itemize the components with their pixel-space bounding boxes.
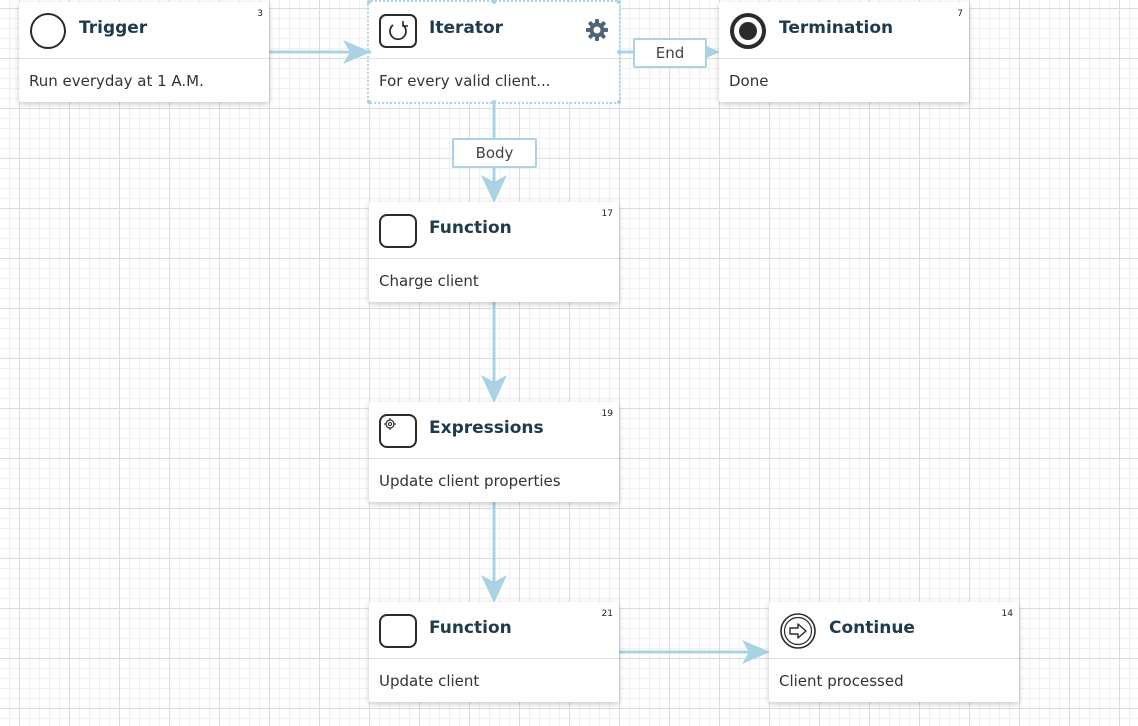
trigger-circle-icon	[29, 12, 67, 50]
node-title: Termination	[779, 18, 894, 38]
node-number: 17	[601, 209, 613, 219]
selection-handle[interactable]	[492, 100, 496, 104]
arrowhead-function2	[481, 575, 507, 603]
arrowhead-function1	[481, 175, 507, 203]
node-function-charge[interactable]: Function 17 Charge client	[369, 202, 619, 302]
arrowhead-expressions	[481, 375, 507, 403]
iterator-loop-icon	[379, 12, 417, 50]
function-box-icon	[379, 612, 417, 650]
node-expressions[interactable]: Expressions 19 Update client properties	[369, 402, 619, 502]
selection-handle[interactable]	[617, 100, 621, 104]
node-number: 3	[257, 9, 263, 19]
node-iterator[interactable]: Iterator	[367, 0, 621, 104]
node-continue[interactable]: Continue 14 Client processed	[769, 602, 1019, 702]
edge-label-body[interactable]: Body	[452, 138, 537, 168]
termination-icon	[729, 12, 767, 50]
node-number: 21	[601, 609, 613, 619]
node-title: Function	[429, 218, 512, 238]
arrowhead-continue	[742, 640, 770, 664]
gear-icon[interactable]	[585, 18, 609, 46]
node-title: Trigger	[79, 18, 148, 38]
node-description: Done	[729, 72, 769, 90]
selection-handle[interactable]	[492, 0, 496, 4]
node-termination[interactable]: Termination 7 Done	[719, 2, 969, 102]
selection-handle[interactable]	[617, 50, 621, 54]
node-number: 14	[1001, 609, 1013, 619]
node-title: Function	[429, 618, 512, 638]
node-number: 7	[957, 9, 963, 19]
node-description: Update client	[379, 672, 480, 690]
node-title: Expressions	[429, 418, 544, 438]
node-description: Update client properties	[379, 472, 561, 490]
selection-handle[interactable]	[367, 0, 371, 4]
node-title: Continue	[829, 618, 915, 638]
expressions-gear-icon	[379, 412, 417, 450]
node-trigger[interactable]: Trigger 3 Run everyday at 1 A.M.	[19, 2, 269, 102]
continue-arrow-icon	[779, 612, 817, 650]
node-function-update[interactable]: Function 21 Update client	[369, 602, 619, 702]
arrowhead-termination	[704, 45, 720, 59]
function-box-icon	[379, 212, 417, 250]
selection-handle[interactable]	[367, 50, 371, 54]
node-description: Client processed	[779, 672, 904, 690]
selection-handle[interactable]	[367, 100, 371, 104]
edge-label-end[interactable]: End	[633, 38, 707, 68]
node-description: For every valid client...	[379, 72, 551, 90]
arrowhead-iterator	[343, 40, 371, 64]
node-description: Charge client	[379, 272, 479, 290]
selection-handle[interactable]	[617, 0, 621, 4]
node-title: Iterator	[429, 18, 504, 38]
node-number: 19	[601, 409, 613, 419]
node-description: Run everyday at 1 A.M.	[29, 72, 204, 90]
